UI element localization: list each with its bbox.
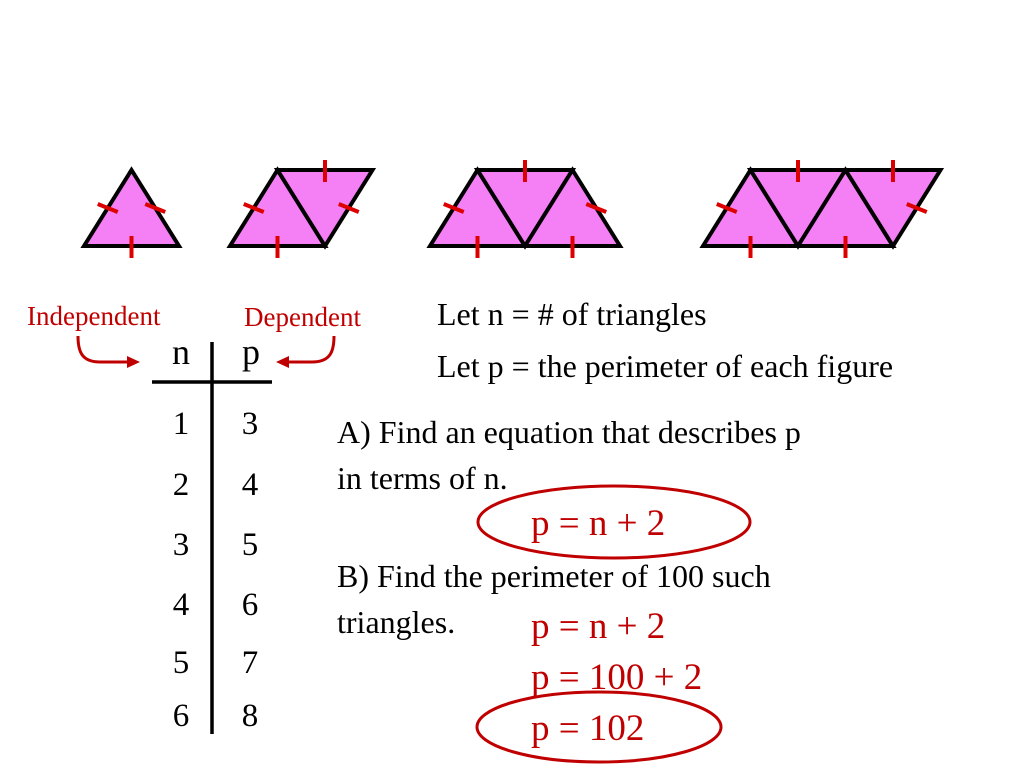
equal-side-tick — [443, 202, 465, 214]
table-cell-n: 4 — [172, 587, 190, 623]
independent-arrow — [76, 335, 132, 364]
answer-ovals — [475, 484, 752, 764]
table-cell-p: 5 — [241, 527, 259, 563]
equal-side-tick — [144, 202, 166, 214]
table-header-n: n — [172, 332, 190, 372]
answer-a: p = n + 2 — [531, 503, 666, 544]
answer-a-oval — [476, 484, 752, 560]
table-cell-p: 4 — [241, 467, 259, 503]
table-cell-p: 3 — [241, 406, 259, 442]
table-cell-p: 6 — [241, 587, 259, 623]
dependent-arrow — [284, 335, 336, 364]
dependent-label: Dependent — [244, 302, 361, 332]
let-n-statement: Let n = # of triangles — [437, 296, 707, 332]
table-cell-p: 8 — [241, 698, 259, 734]
dependent-arrowhead — [276, 356, 289, 368]
equal-side-tick — [906, 202, 928, 214]
table-cell-p: 7 — [241, 645, 259, 681]
answer-b-oval — [475, 690, 723, 764]
table-cell-n: 2 — [172, 467, 190, 503]
answer-b-step3: p = 102 — [531, 708, 645, 749]
table-cell-n: 6 — [172, 698, 190, 734]
triangle-figure — [80, 166, 183, 258]
figures-layer — [80, 160, 945, 258]
question-a-line2: in terms of n. — [337, 460, 508, 496]
table-lines — [152, 342, 272, 734]
triangle-figure — [226, 160, 377, 258]
triangle — [80, 166, 183, 248]
equal-side-tick — [97, 202, 119, 214]
table-header-p: p — [242, 332, 260, 372]
answer-b-step2: p = 100 + 2 — [531, 657, 703, 698]
let-p-statement: Let p = the perimeter of each figure — [437, 348, 894, 384]
answer-b-step1: p = n + 2 — [531, 606, 666, 647]
table-cell-n: 1 — [172, 406, 190, 442]
equal-side-tick — [338, 202, 360, 214]
triangle-figure — [426, 160, 624, 258]
table-cell-n: 3 — [172, 527, 190, 563]
table-cell-n: 5 — [172, 645, 190, 681]
equal-side-tick — [243, 202, 265, 214]
triangle-figure — [699, 160, 945, 258]
label-arrows — [76, 335, 336, 368]
independent-arrowhead — [127, 356, 140, 368]
independent-label: Independent — [27, 301, 161, 331]
question-b-line1: B) Find the perimeter of 100 such — [337, 558, 771, 594]
equal-side-tick — [585, 202, 607, 214]
equal-side-tick — [716, 202, 738, 214]
question-b-line2: triangles. — [337, 604, 456, 640]
question-a-line1: A) Find an equation that describes p — [337, 414, 801, 450]
